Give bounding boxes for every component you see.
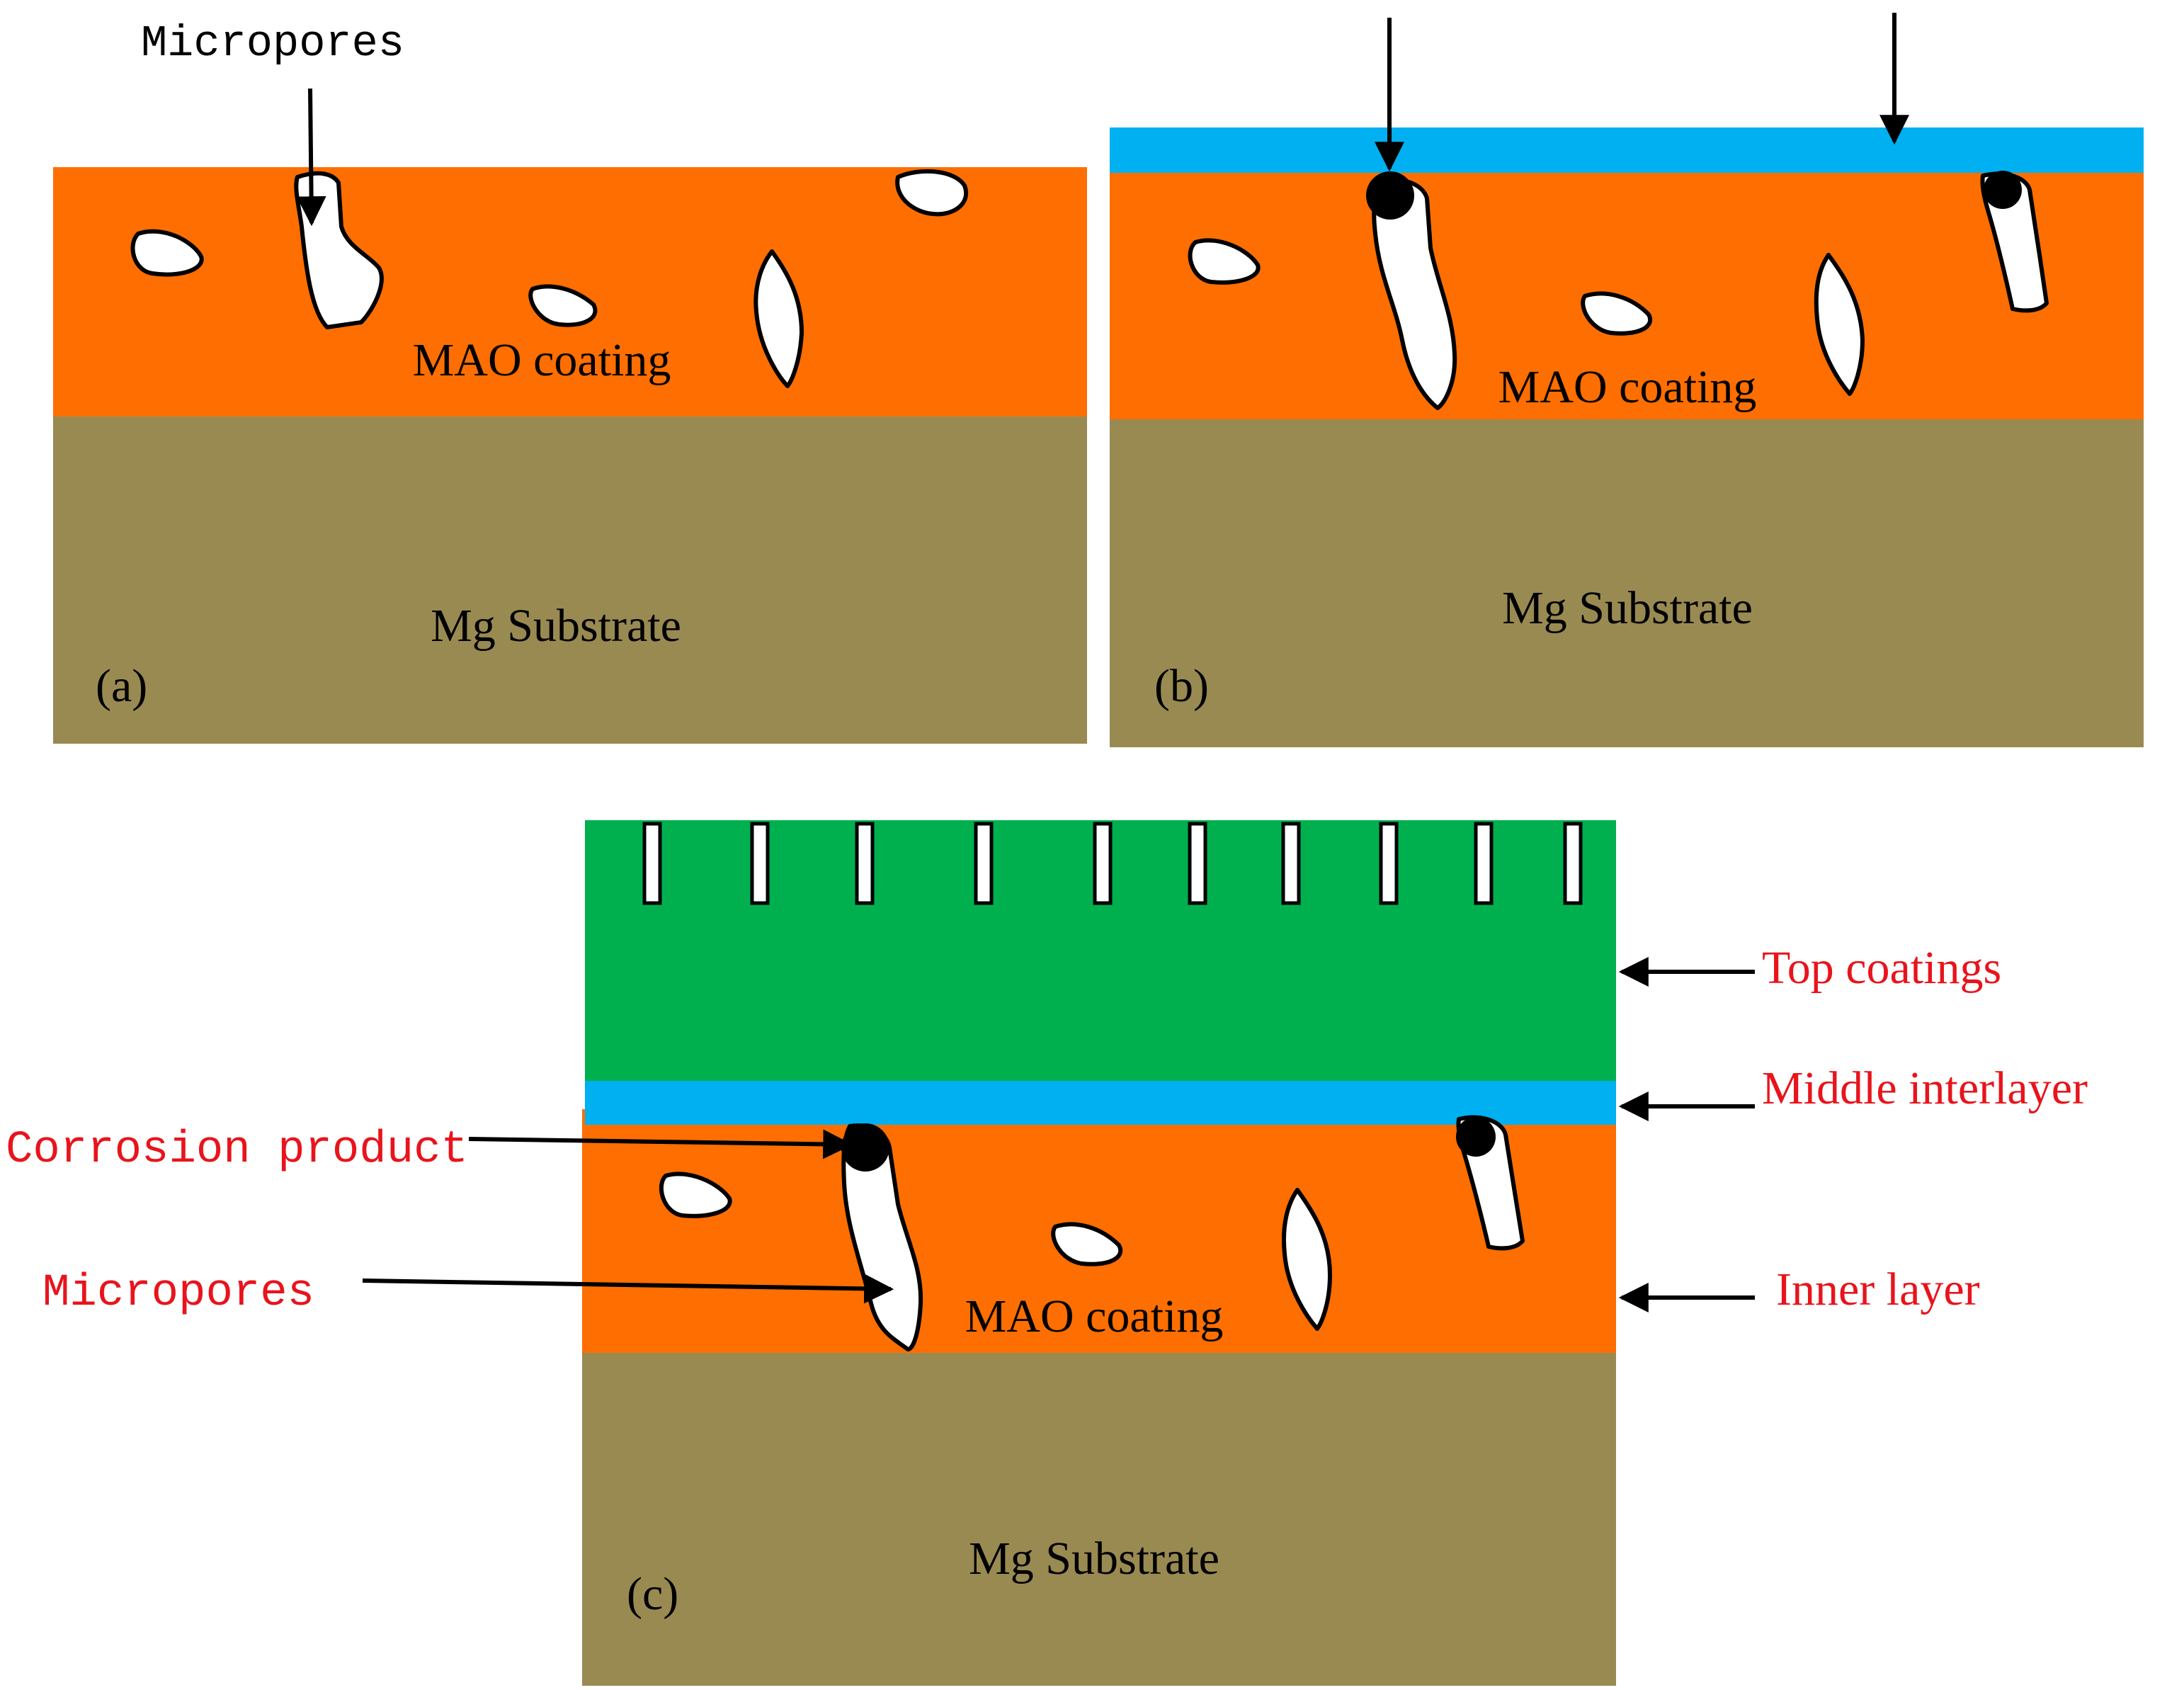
substrate-label: Mg Substrate	[431, 600, 681, 652]
mao-coating-label: MAO coating	[1498, 361, 1757, 413]
micropores-label: Micropores	[141, 18, 404, 69]
middle-interlayer-label: Middle interlayer	[1762, 1062, 2088, 1114]
panel-a: Micropores MAO coating Mg Substrate (a)	[53, 18, 1087, 744]
top-coatings-label: Top coatings	[1762, 942, 2001, 994]
substrate-label: Mg Substrate	[969, 1533, 1219, 1584]
substrate-layer	[582, 1353, 1616, 1686]
micropores-label: Micropores	[42, 1268, 314, 1319]
panel-tag: (c)	[627, 1568, 678, 1620]
panel-b: MAO coating Mg Substrate (b)	[1110, 13, 2144, 747]
interlayer	[585, 1081, 1616, 1125]
panel-tag: (b)	[1154, 660, 1209, 712]
arrow-icon	[468, 1129, 853, 1159]
arrow-icon	[296, 88, 326, 227]
arrow-icon	[362, 1274, 894, 1304]
substrate-layer	[53, 416, 1087, 744]
corrosion-dot-icon	[841, 1117, 1496, 1172]
substrate-layer	[1110, 419, 2144, 747]
corrosion-product-label: Corrosion product	[6, 1125, 468, 1176]
substrate-label: Mg Substrate	[1502, 582, 1753, 634]
mao-layer	[1110, 170, 2144, 419]
inner-layer-label: Inner layer	[1776, 1264, 1980, 1315]
corrosion-dot-icon	[1366, 171, 2022, 220]
interlayer	[1110, 127, 2144, 173]
mao-coating-label: MAO coating	[413, 334, 671, 386]
panel-tag: (a)	[96, 660, 147, 712]
top-coating-pores	[642, 822, 1583, 905]
panel-c: Top coatings Middle interlayer Inner lay…	[6, 820, 2088, 1686]
mao-coating-label: MAO coating	[965, 1291, 1224, 1342]
